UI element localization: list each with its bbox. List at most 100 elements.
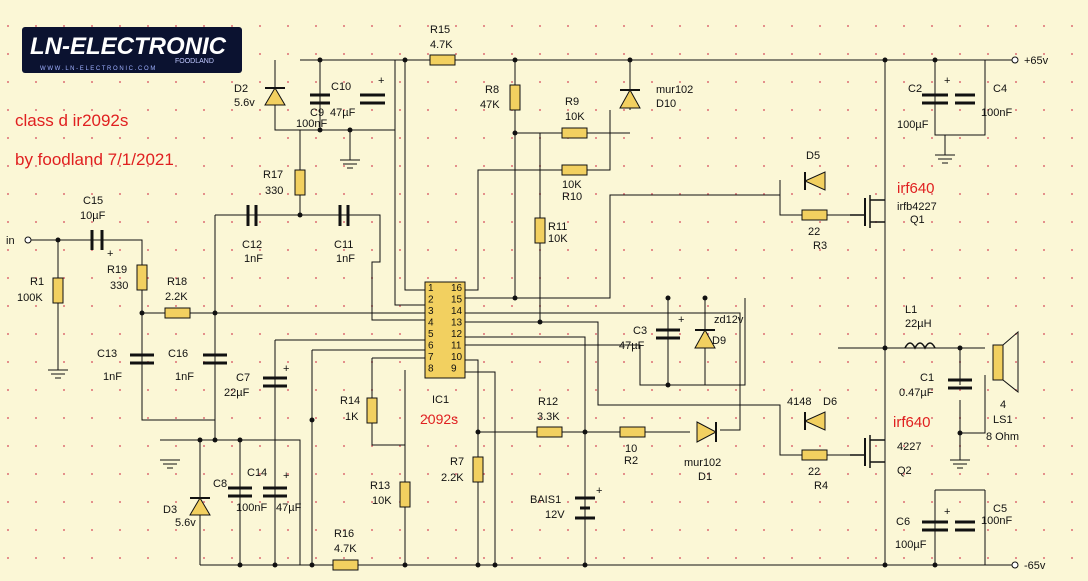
svg-text:22µF: 22µF [224, 387, 250, 399]
svg-text:zd12v: zd12v [714, 314, 744, 326]
ic-pin-left: 5 [428, 329, 434, 340]
diode-d2: D25.6v [234, 83, 286, 109]
svg-text:8 Ohm: 8 Ohm [986, 431, 1019, 443]
svg-text:C14: C14 [247, 467, 267, 479]
ic-pin-left: 7 [428, 352, 434, 363]
svg-text:47K: 47K [480, 99, 500, 111]
svg-text:10K: 10K [562, 179, 582, 191]
ic-pin-right: 16 [451, 283, 463, 294]
svg-text:+: + [107, 248, 113, 260]
svg-text:4227: 4227 [897, 441, 921, 453]
ic-pin-left: 6 [428, 341, 434, 352]
svg-text:10K: 10K [548, 233, 568, 245]
resistor-r16: R16 4.7K [332, 528, 359, 571]
resistor-r15: R15 4.7K [429, 24, 456, 66]
svg-text:C1: C1 [920, 372, 934, 384]
pos-rail-label: +65v [1024, 55, 1049, 67]
svg-text:100nF: 100nF [981, 107, 1012, 119]
logo-sub-text: FOODLAND [175, 58, 214, 65]
svg-text:R4: R4 [814, 480, 828, 492]
svg-text:R8: R8 [485, 84, 499, 96]
mosfet-q1: irf640 irfb4227 Q1 [850, 180, 937, 228]
transistors: irf640 irfb4227 Q1 irf640 4227 Q2 [850, 180, 937, 477]
logo-url-text: W W W . L N - E L E C T R O N I C . C O … [40, 66, 155, 72]
svg-text:0.47µF: 0.47µF [899, 387, 934, 399]
diode-d3: D35.6v [163, 497, 211, 529]
svg-text:100nF: 100nF [296, 118, 327, 130]
svg-text:4.7K: 4.7K [334, 543, 357, 555]
capacitor-c15: C15 10µF + [80, 195, 113, 260]
svg-text:D5: D5 [806, 150, 820, 162]
svg-text:R2: R2 [624, 455, 638, 467]
svg-text:+: + [678, 314, 684, 326]
svg-text:mur102: mur102 [684, 457, 721, 469]
ic-pin-left: 2 [428, 295, 434, 306]
svg-text:22µH: 22µH [905, 318, 932, 330]
logo: LN-ELECTRONIC FOODLAND W W W . L N - E L… [22, 27, 242, 73]
svg-text:C2: C2 [908, 83, 922, 95]
svg-text:Q2: Q2 [897, 465, 912, 477]
svg-text:47µF: 47µF [276, 502, 302, 514]
svg-text:12V: 12V [545, 509, 565, 521]
svg-text:R16: R16 [334, 528, 354, 540]
input-label: in [6, 235, 15, 247]
ic-pin-right: 13 [451, 318, 463, 329]
svg-text:R18: R18 [167, 276, 187, 288]
ic-pin-right: 12 [451, 329, 463, 340]
svg-text:4.7K: 4.7K [430, 39, 453, 51]
svg-text:C15: C15 [83, 195, 103, 207]
svg-text:D9: D9 [712, 335, 726, 347]
svg-text:L1: L1 [905, 304, 917, 316]
ic-part: 2092s [420, 411, 458, 427]
capacitor-c14: C14 47µF + [247, 467, 302, 514]
neg-rail-terminal [1011, 561, 1019, 569]
svg-text:D10: D10 [656, 98, 676, 110]
input-terminal [24, 236, 32, 244]
svg-text:1K: 1K [345, 411, 359, 423]
svg-text:1nF: 1nF [175, 371, 194, 383]
svg-text:1nF: 1nF [336, 253, 355, 265]
svg-text:D1: D1 [698, 471, 712, 483]
resistor-r7: R72.2K [441, 456, 484, 484]
svg-text:irfb4227: irfb4227 [897, 201, 937, 213]
svg-text:+: + [378, 75, 384, 87]
svg-text:C6: C6 [896, 516, 910, 528]
svg-text:22: 22 [808, 466, 820, 478]
svg-text:R14: R14 [340, 395, 360, 407]
ic-pin-right: 15 [451, 295, 463, 306]
svg-text:R1: R1 [30, 276, 44, 288]
svg-text:R15: R15 [430, 24, 450, 36]
svg-text:47µF: 47µF [330, 107, 356, 119]
svg-text:D2: D2 [234, 83, 248, 95]
svg-text:C13: C13 [97, 348, 117, 360]
svg-text:+: + [283, 470, 289, 482]
ground-symbols [48, 154, 970, 469]
svg-text:10µF: 10µF [80, 210, 106, 222]
svg-text:2.2K: 2.2K [441, 472, 464, 484]
title-line1: class d ir2092s [15, 111, 128, 130]
